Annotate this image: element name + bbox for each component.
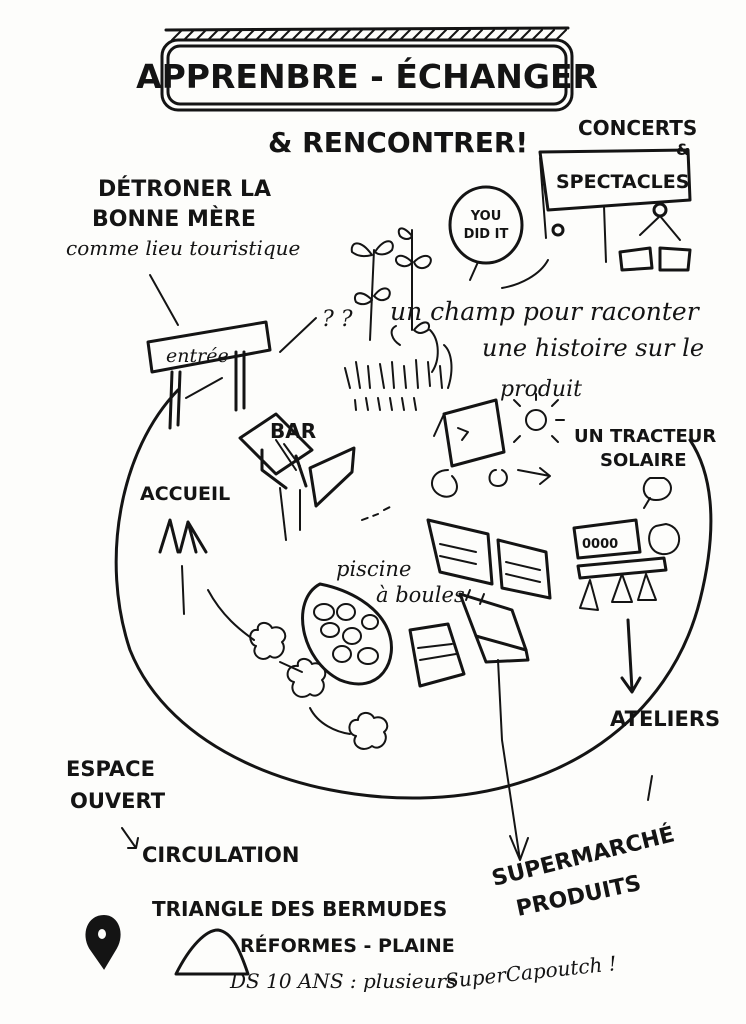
ateliers-arrow bbox=[620, 618, 642, 694]
bar-stand: BAR bbox=[238, 412, 356, 541]
circulation-arrow bbox=[121, 827, 139, 849]
ball-pit: piscine à boules bbox=[301, 505, 465, 686]
reformes-line-2: DS 10 ANS : plusieurs bbox=[229, 969, 456, 993]
question-marks: ? ? bbox=[322, 307, 353, 332]
detroner-line-2: BONNE MÈRE bbox=[92, 206, 256, 232]
map-pin-icon bbox=[85, 914, 121, 970]
accueil-label: ACCUEIL bbox=[140, 483, 230, 505]
site-oval bbox=[114, 388, 713, 800]
entree-label: entrée bbox=[166, 345, 229, 367]
solar-tractor: UN TRACTEUR SOLAIRE 0000 bbox=[572, 426, 716, 611]
you-did-it-line-2: DID IT bbox=[464, 227, 509, 242]
title-banner: APPRENBRE - ÉCHANGER bbox=[136, 26, 598, 112]
piscine-line-1: piscine bbox=[336, 557, 411, 581]
concerts-stage: CONCERTS & SPECTACLES bbox=[538, 116, 697, 272]
detroner-note: DÉTRONER LA BONNE MÈRE comme lieu touris… bbox=[66, 176, 300, 326]
market-stalls bbox=[408, 518, 552, 861]
champ-line-2: une histoire sur le bbox=[482, 334, 704, 362]
piscine-line-2: à boules bbox=[376, 583, 465, 607]
grass-strokes bbox=[344, 359, 443, 411]
tractor-display: 0000 bbox=[582, 537, 618, 552]
you-did-it-line-1: YOU bbox=[470, 209, 502, 224]
espace-line-2: OUVERT bbox=[70, 789, 166, 813]
tracteur-line-2: SOLAIRE bbox=[600, 450, 687, 471]
supermarche-accent bbox=[647, 775, 653, 801]
plant-sprouts bbox=[350, 227, 453, 389]
detroner-line-1: DÉTRONER LA bbox=[98, 176, 271, 202]
champ-line-1: un champ pour raconter bbox=[390, 297, 701, 326]
qq-line bbox=[279, 317, 317, 353]
ateliers-label: ATELIERS bbox=[610, 707, 720, 731]
banner-hatching bbox=[171, 29, 567, 41]
circulation-label: CIRCULATION bbox=[142, 843, 299, 867]
tracteur-line-1: UN TRACTEUR bbox=[574, 426, 716, 447]
accueil: ACCUEIL bbox=[140, 483, 255, 641]
entrance-gate: entrée bbox=[146, 320, 272, 430]
produit-label: produit bbox=[500, 377, 582, 402]
detroner-line-3: comme lieu touristique bbox=[66, 236, 300, 260]
reformes-line-1: RÉFORMES - PLAINE bbox=[240, 934, 455, 957]
triangle-label: TRIANGLE DES BERMUDES bbox=[152, 897, 447, 921]
produit-box: produit bbox=[431, 377, 582, 498]
title-text: APPRENBRE - ÉCHANGER bbox=[136, 56, 598, 96]
subtitle-text: & RENCONTRER! bbox=[268, 126, 528, 159]
you-did-it-bubble: YOU DID IT bbox=[448, 185, 549, 289]
espace-line-1: ESPACE bbox=[66, 757, 155, 781]
spectacles-label: SPECTACLES bbox=[556, 171, 689, 193]
bushes bbox=[249, 622, 389, 750]
concerts-label: CONCERTS bbox=[578, 116, 697, 140]
triangle-shape bbox=[174, 928, 250, 976]
reformes-line-3: SuperCapoutch ! bbox=[444, 951, 618, 993]
supermarche-line-1: SUPERMARCHÉ bbox=[489, 821, 677, 892]
